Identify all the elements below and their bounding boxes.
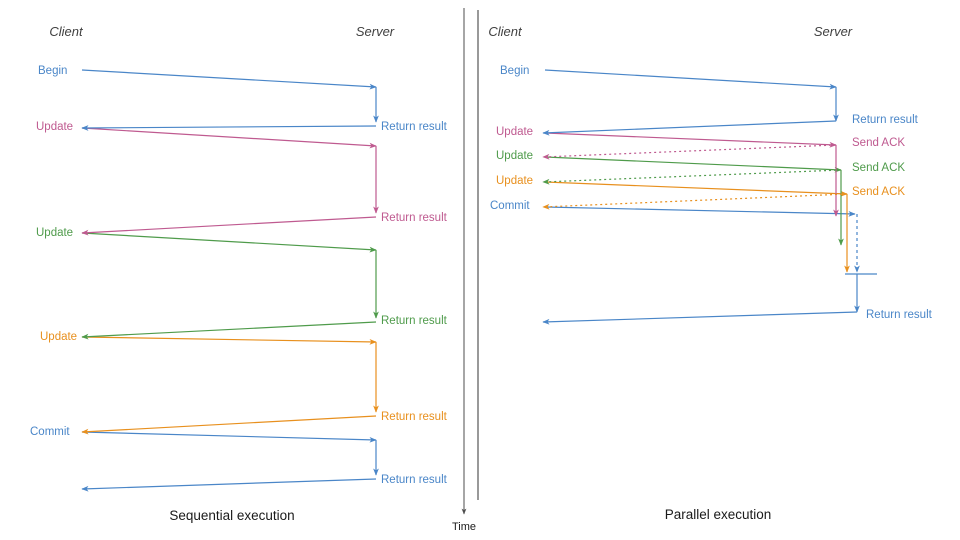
par-ack-label-ack-update1: Send ACK xyxy=(852,137,905,149)
par-request-commit xyxy=(544,206,856,217)
seq-return-label-return-commit: Return result xyxy=(381,474,448,486)
par-final-return-label: Return result xyxy=(866,309,933,321)
par-request-update2 xyxy=(544,156,842,173)
seq-label-commit: Commit xyxy=(30,426,70,438)
par-ack-ack-update1 xyxy=(542,144,837,160)
seq-request-begin xyxy=(81,69,377,90)
par-client-header: Client xyxy=(488,24,523,39)
par-ack-label-ack-update3: Send ACK xyxy=(852,186,905,198)
seq-request-update2 xyxy=(81,232,377,253)
time-axis-label: Time xyxy=(452,521,476,533)
par-ack-label-ack-update2: Send ACK xyxy=(852,162,905,174)
seq-return-return-update2 xyxy=(81,321,377,340)
seq-label-update1: Update xyxy=(36,121,73,133)
seq-request-commit xyxy=(81,431,377,443)
seq-return-return-update3 xyxy=(81,415,377,435)
par-label-update2: Update xyxy=(496,150,533,162)
seq-return-return-commit xyxy=(81,478,377,492)
seq-caption: Sequential execution xyxy=(169,508,294,523)
par-ack-ack-update3 xyxy=(542,193,848,210)
par-label-commit: Commit xyxy=(490,200,530,212)
par-request-update1 xyxy=(544,132,837,148)
seq-return-return-update1 xyxy=(81,216,377,236)
seq-label-update3: Update xyxy=(40,331,77,343)
par-final-return xyxy=(542,311,858,325)
seq-return-label-return-update2: Return result xyxy=(381,315,448,327)
seq-label-begin: Begin xyxy=(38,65,67,77)
par-server-header: Server xyxy=(814,24,853,39)
seq-client-header: Client xyxy=(49,24,84,39)
seq-server-header: Server xyxy=(356,24,395,39)
par-ack-label-return-begin: Return result xyxy=(852,114,919,126)
par-label-update1: Update xyxy=(496,126,533,138)
par-ack-return-begin xyxy=(542,120,837,136)
par-label-update3: Update xyxy=(496,175,533,187)
seq-return-label-return-begin: Return result xyxy=(381,121,448,133)
seq-return-return-begin xyxy=(81,125,377,131)
seq-request-update3 xyxy=(81,336,377,345)
seq-return-label-return-update1: Return result xyxy=(381,212,448,224)
par-caption: Parallel execution xyxy=(665,507,772,522)
par-request-begin xyxy=(544,69,837,90)
par-request-update3 xyxy=(544,181,848,197)
par-ack-ack-update2 xyxy=(542,169,842,185)
seq-return-label-return-update3: Return result xyxy=(381,411,448,423)
seq-label-update2: Update xyxy=(36,227,73,239)
par-label-begin: Begin xyxy=(500,65,529,77)
seq-request-update1 xyxy=(81,127,377,149)
